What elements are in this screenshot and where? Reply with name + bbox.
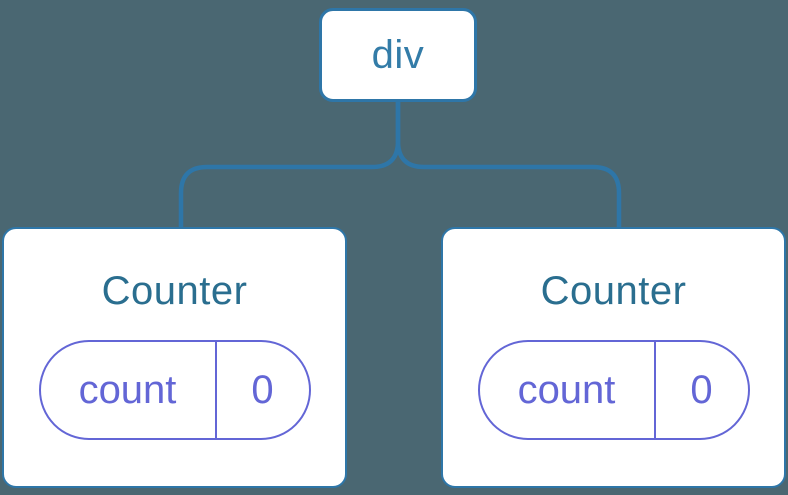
root-node-div: div: [319, 8, 477, 102]
state-value: 0: [653, 342, 748, 438]
component-title: Counter: [101, 269, 248, 313]
connector-root-to-right-child: [395, 99, 622, 229]
state-pill: count 0: [38, 340, 311, 440]
state-pill: count 0: [477, 340, 750, 440]
counter-card-left: Counter count 0: [2, 227, 347, 488]
root-node-label: div: [371, 32, 425, 77]
component-title: Counter: [540, 269, 687, 313]
connector-root-to-left-child: [178, 99, 401, 229]
state-key-label: count: [78, 367, 177, 412]
state-key-label: count: [517, 367, 616, 412]
state-value: 0: [214, 342, 309, 438]
counter-card-right: Counter count 0: [441, 227, 786, 488]
